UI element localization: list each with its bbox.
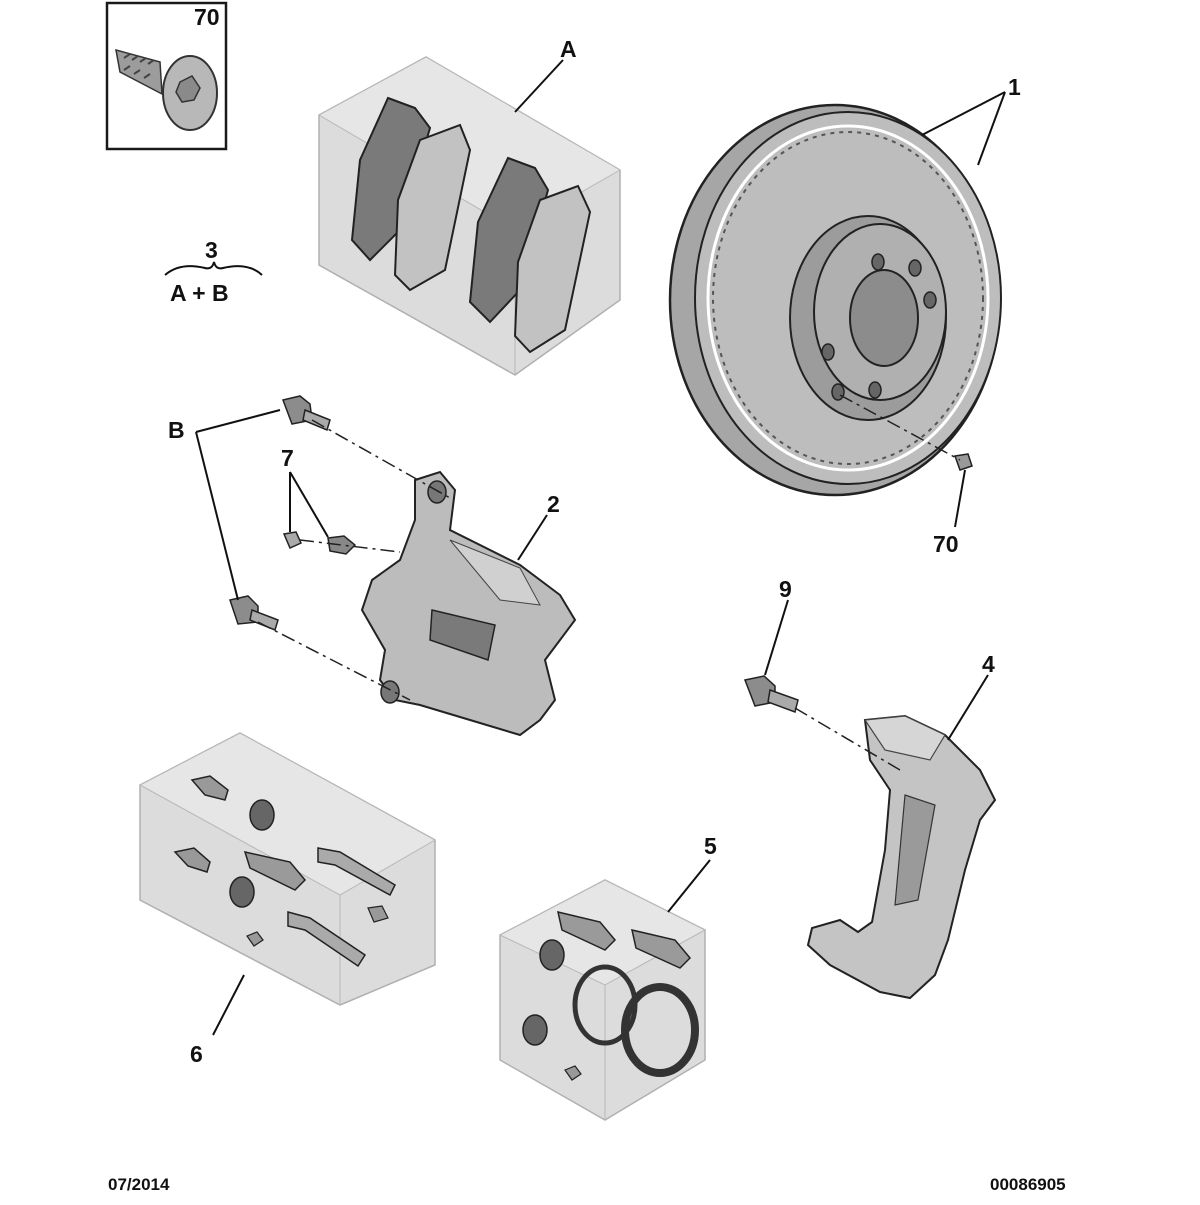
assembly-axis-lines (257, 394, 961, 771)
footer-date: 07/2014 (108, 1175, 170, 1194)
label-bolt-b: B (168, 417, 185, 443)
grease-sachet-icon (557, 910, 692, 969)
label-kit-a: A (560, 36, 577, 62)
caliper-guide-bolt-top-icon (281, 395, 331, 432)
caliper-guide-bolt-bottom-icon (229, 595, 279, 632)
brake-pad-icon (350, 96, 472, 292)
label-part-7: 7 (281, 445, 294, 471)
label-part-70-inset: 70 (194, 4, 220, 30)
label-part-3: 3 (205, 237, 218, 263)
bracket-bolt-icon (743, 675, 799, 713)
wheel-bolt-holes (821, 253, 937, 401)
kit-a-brake-pads (317, 56, 622, 376)
label-part-4: 4 (982, 651, 995, 677)
label-part-9: 9 (779, 576, 792, 602)
kit-6-guide-pin-kit (138, 732, 437, 1006)
part-2-brake-caliper (360, 470, 577, 737)
brake-pad-icon (468, 156, 592, 354)
label-part-2: 2 (547, 491, 560, 517)
label-kit-5: 5 (704, 833, 717, 859)
screw-70-detail-icon (115, 48, 218, 131)
part-1-brake-disc (668, 103, 1002, 497)
small-bolt-icon (173, 775, 229, 873)
rubber-boot-icon (229, 799, 275, 908)
bleed-screw-icon (282, 531, 357, 555)
kit-5-seal-kit (498, 879, 707, 1121)
part-70-inset (105, 1, 228, 151)
label-part-3-formula: A + B (170, 280, 229, 306)
footer-reference-number: 00086905 (990, 1175, 1066, 1194)
label-part-70: 70 (933, 531, 959, 557)
small-clip-icon (564, 1065, 582, 1081)
guide-pin-icon (287, 847, 396, 968)
small-clip-icon (367, 905, 389, 923)
label-kit-6: 6 (190, 1041, 203, 1067)
small-clip-icon (246, 931, 264, 947)
seal-ring-icon (572, 964, 699, 1077)
disc-retaining-screw-icon (953, 453, 973, 471)
part-3-brace (164, 261, 263, 276)
label-part-1: 1 (1008, 74, 1021, 100)
part-4-caliper-bracket (806, 714, 997, 1000)
leader-lines (195, 59, 1006, 1036)
rubber-boot-icon (522, 939, 565, 1046)
grease-sachet-icon (243, 850, 307, 891)
